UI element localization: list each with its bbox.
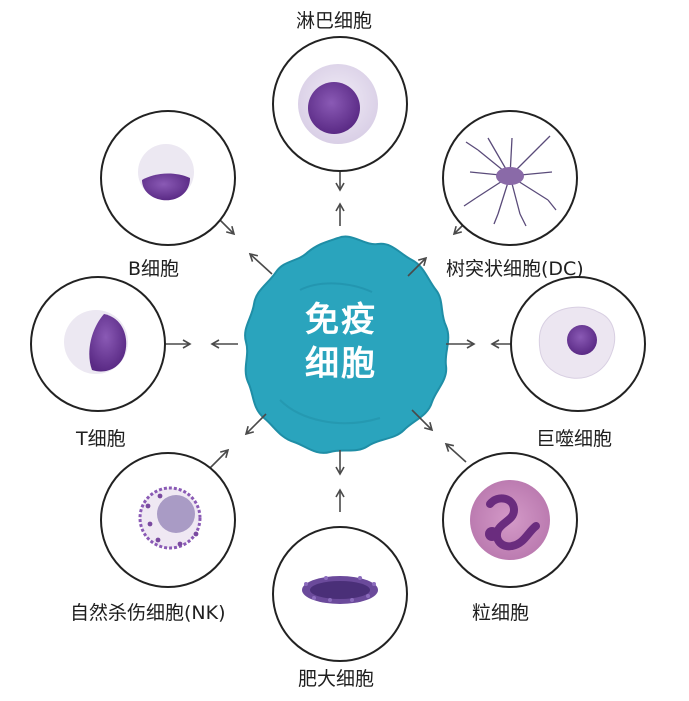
arrow-to-b-1 <box>248 252 273 275</box>
label-dendritic: 树突状细胞(DC) <box>446 258 584 280</box>
label-b: B细胞 <box>128 258 180 280</box>
arrow-to-nk-1 <box>244 413 267 436</box>
lymphocyte-node <box>272 36 408 172</box>
mast-node <box>272 526 408 662</box>
macrophage-node <box>510 276 646 412</box>
b-node <box>100 110 236 246</box>
dendritic-node <box>442 110 578 246</box>
label-mast: 肥大细胞 <box>298 668 375 690</box>
nk-node <box>100 452 236 588</box>
center-title-line2: 细胞 <box>305 344 377 384</box>
label-nk: 自然杀伤细胞(NK) <box>70 602 226 624</box>
granulocyte-node <box>442 452 578 588</box>
label-macrophage: 巨噬细胞 <box>536 428 613 450</box>
label-t: T细胞 <box>76 428 126 450</box>
central-immune-cell <box>244 235 450 454</box>
arrow-to-granulocyte-1 <box>411 409 434 432</box>
arrows <box>162 172 518 512</box>
label-lymphocyte: 淋巴细胞 <box>296 10 373 32</box>
t-node <box>30 276 166 412</box>
center-title: 免疫 细胞 <box>286 298 396 386</box>
arrow-to-granulocyte-2 <box>444 442 467 463</box>
arrow-to-dendritic-1 <box>407 256 428 277</box>
arrow-to-nk-2 <box>207 448 230 471</box>
center-title-line1: 免疫 <box>305 300 377 340</box>
label-granulocyte: 粒细胞 <box>472 602 530 624</box>
